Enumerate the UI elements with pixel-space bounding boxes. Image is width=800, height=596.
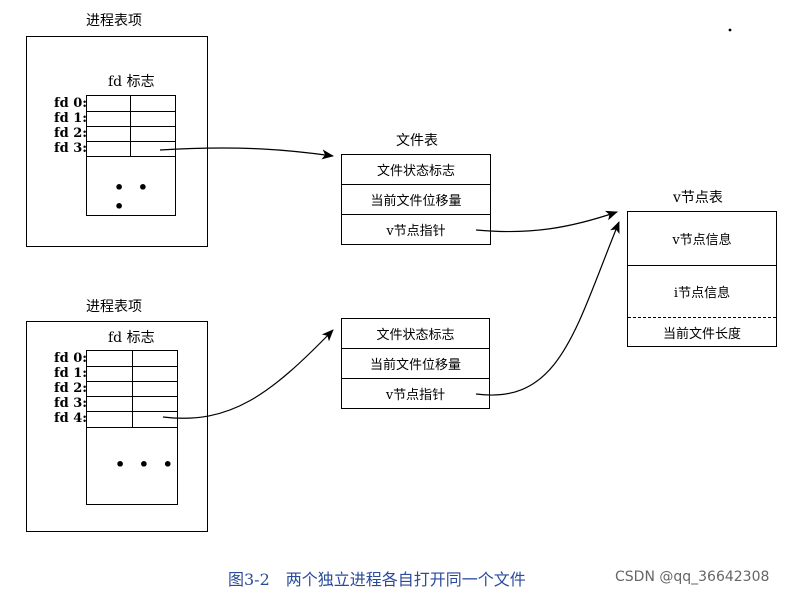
process2-title: 进程表项 — [86, 299, 142, 315]
current-file-length: 当前文件长度 — [662, 326, 741, 342]
process2-fd-table: • • • — [86, 350, 178, 505]
process2-fd3-label: fd 3: — [54, 396, 88, 411]
fd-row — [87, 127, 175, 142]
process1-fd0-label: fd 0: — [54, 96, 88, 111]
process1-title: 进程表项 — [86, 13, 142, 29]
process1-table-entry — [26, 36, 208, 247]
process1-fd-header: fd 标志 — [108, 74, 155, 90]
vnode-table-title: v节点表 — [673, 190, 723, 206]
vnode-info: v节点信息 — [628, 212, 776, 266]
arrow-entry1-to-vnode — [475, 210, 618, 233]
process2-fd-header: fd 标志 — [108, 330, 155, 346]
fd-row — [87, 367, 177, 382]
process2-fd0-label: fd 0: — [54, 351, 88, 366]
fd-row — [87, 412, 177, 428]
vnode-pointer: v节点指针 — [386, 224, 446, 239]
file-status-flags: 文件状态标志 — [342, 155, 490, 185]
arrow-p1fd3-to-file-entry1 — [159, 147, 334, 160]
process2-ellipsis: • • • — [115, 455, 177, 474]
fd-row — [87, 382, 177, 397]
process2-fd2-label: fd 2: — [54, 381, 88, 396]
process1-ellipsis: • • • — [114, 178, 153, 216]
process1-fd3-label: fd 3: — [54, 141, 88, 156]
process2-fd1-label: fd 1: — [54, 366, 88, 381]
figure-caption: 图3-2 两个独立进程各自打开同一个文件 — [228, 570, 526, 589]
arrow-p2fd4-to-file-entry2 — [162, 329, 334, 419]
process1-fd1-label: fd 1: — [54, 111, 88, 126]
fd-row — [87, 96, 175, 112]
inode-info: i节点信息 — [628, 266, 776, 318]
process2-fd4-label: fd 4: — [54, 411, 88, 426]
process2-table-entry — [26, 321, 208, 532]
process1-fd2-label: fd 2: — [54, 126, 88, 141]
process1-fd-table: • • • — [86, 95, 176, 216]
stray-dot — [728, 28, 732, 32]
csdn-watermark: CSDN @qq_36642308 — [615, 569, 770, 585]
fd-row — [87, 351, 177, 367]
vnode-table: v节点信息 i节点信息 当前文件长度 — [627, 211, 777, 347]
fd-row — [87, 142, 175, 157]
current-file-offset: 当前文件位移量 — [342, 349, 489, 379]
file-table-entry-2: 文件状态标志 当前文件位移量 v节点指针 — [341, 318, 490, 409]
file-table-title: 文件表 — [396, 133, 438, 149]
arrow-entry2-to-vnode — [475, 221, 620, 396]
current-file-offset: 当前文件位移量 — [342, 185, 490, 215]
vnode-pointer: v节点指针 — [385, 388, 446, 403]
fd-row — [87, 112, 175, 127]
file-table-entry-1: 文件状态标志 当前文件位移量 v节点指针 — [341, 154, 491, 245]
fd-row — [87, 397, 177, 412]
file-status-flags: 文件状态标志 — [342, 319, 489, 349]
